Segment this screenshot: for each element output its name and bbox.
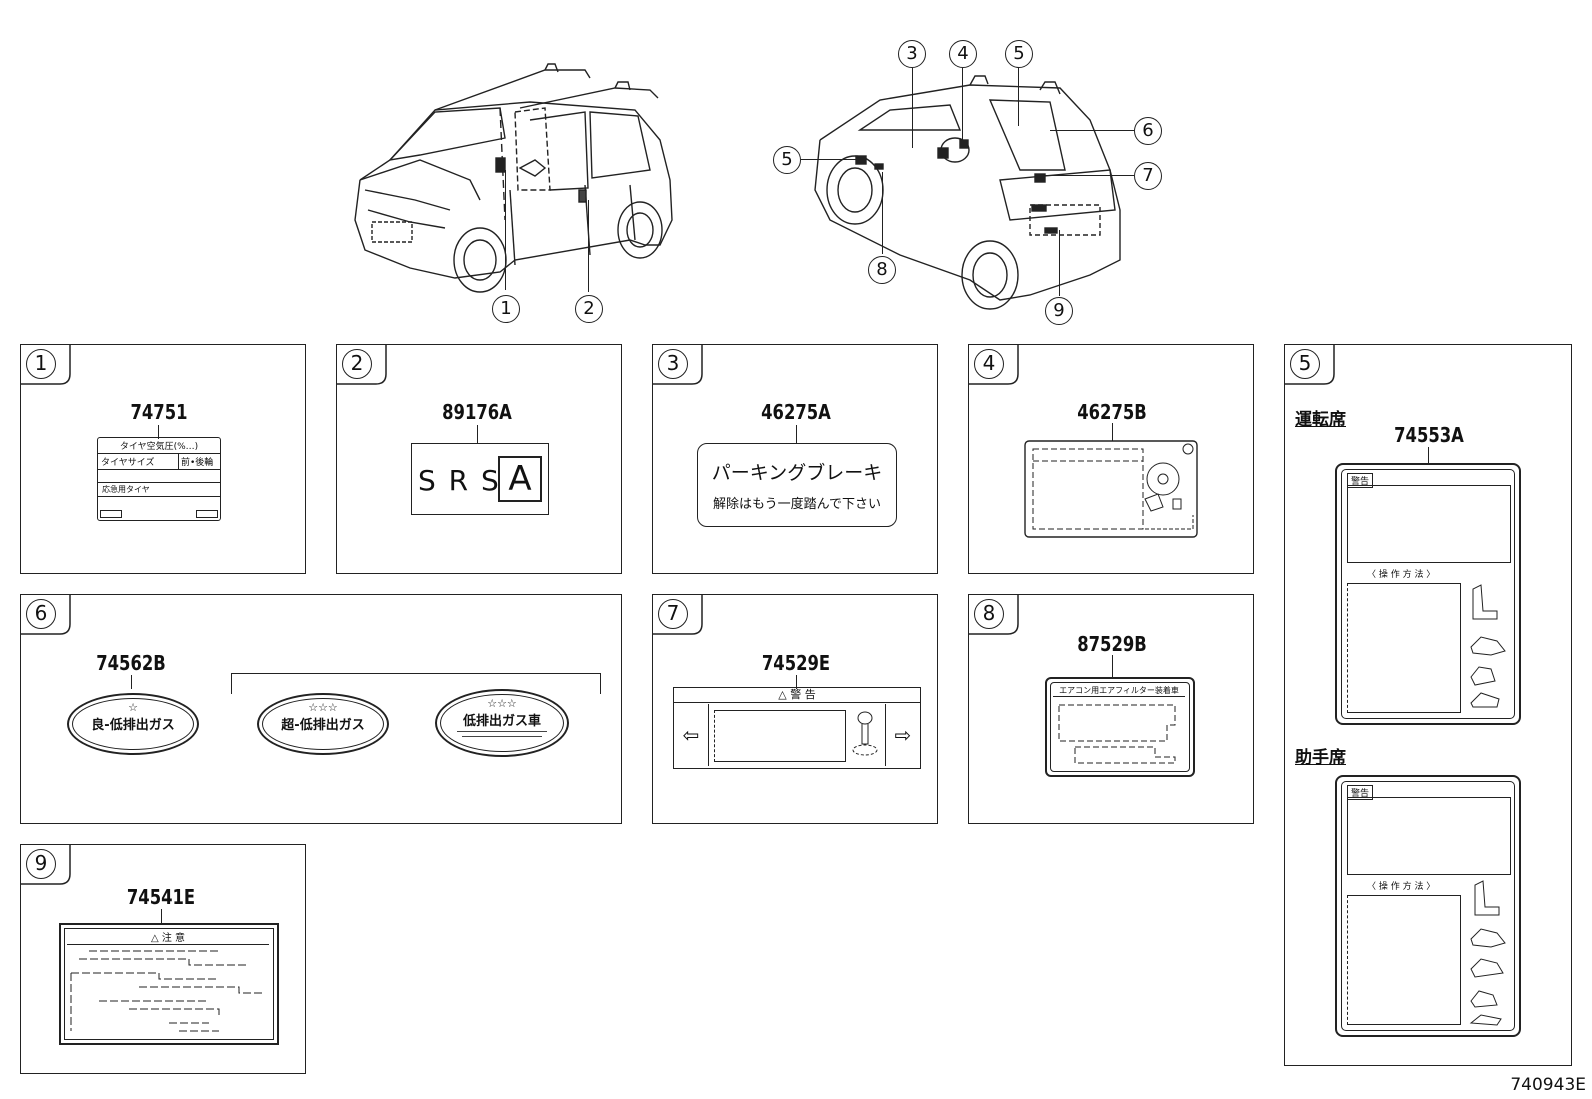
panel-6: 6 74562B ☆ 良-低排出ガス ☆☆☆ 超-低排出ガス ☆☆☆ 低排出ガス…	[20, 594, 622, 824]
panel-7: 7 74529E △ 警 告 ⇦ ⇨	[652, 594, 938, 824]
passenger-seat-heading: 助手席	[1295, 748, 1346, 768]
emission-badge-low: ☆☆☆ 低排出ガス車	[435, 689, 569, 757]
label-line-1: パーキングブレーキ	[711, 462, 883, 484]
callout-8: 8	[868, 256, 896, 284]
left-vehicle-illustration	[354, 63, 673, 293]
part-number: 46275B	[1077, 400, 1147, 424]
part-number: 74751	[130, 400, 188, 424]
label-line-1: タイヤ空気圧(%…)	[98, 438, 220, 454]
panel-number: 1	[26, 349, 56, 379]
panel-number: 4	[974, 349, 1004, 379]
callout-7: 7	[1134, 162, 1162, 190]
panel-8: 8 87529B エアコン用エアフィルター装着車	[968, 594, 1254, 824]
panel-5: 5 運転席 74553A 警告 〈 操 作 方 法 〉 助手席 警告 〈 操 作…	[1284, 344, 1572, 1066]
part-number: 87529B	[1077, 632, 1147, 656]
callout-6: 6	[1134, 117, 1162, 145]
figure-id: 740943E	[1510, 1075, 1586, 1095]
panel-number: 8	[974, 599, 1004, 629]
callout-3: 3	[898, 40, 926, 68]
srs-label: S R S A	[411, 443, 549, 515]
parking-brake-label: パーキングブレーキ 解除はもう一度踏んで下さい	[697, 443, 897, 527]
part-number: 74553A	[1394, 423, 1464, 447]
steering-label-diagram	[1024, 440, 1198, 538]
right-vehicle-illustration	[814, 75, 1121, 310]
label-title: △ 警 告	[674, 688, 920, 703]
panel-number: 2	[342, 349, 372, 379]
panel-number: 6	[26, 599, 56, 629]
callout-2: 2	[575, 295, 603, 323]
caution-label: △ 注 意	[59, 923, 279, 1045]
emission-badge-ultra: ☆☆☆ 超-低排出ガス	[257, 693, 389, 755]
air-filter-label: エアコン用エアフィルター装着車	[1045, 677, 1195, 777]
callout-5-top: 5	[1005, 40, 1033, 68]
panel-9: 9 74541E △ 注 意	[20, 844, 306, 1074]
tire-pressure-label: タイヤ空気圧(%…) タイヤサイズ 前•後輪 応急用タイヤ	[97, 437, 221, 521]
panel-3: 3 46275A パーキングブレーキ 解除はもう一度踏んで下さい	[652, 344, 938, 574]
part-number: 89176A	[442, 400, 512, 424]
srs-text: S R S	[418, 464, 501, 497]
srs-grade: A	[498, 456, 542, 502]
label-title: 警告	[1347, 785, 1374, 800]
driver-seat-heading: 運転席	[1295, 410, 1346, 430]
part-number: 46275A	[761, 400, 831, 424]
panel-4: 4 46275B	[968, 344, 1254, 574]
label-line-4: 応急用タイヤ	[98, 483, 220, 497]
panel-number: 3	[658, 349, 688, 379]
label-line-2: 解除はもう一度踏んで下さい	[713, 497, 881, 512]
label-method: 〈 操 作 方 法 〉	[1367, 882, 1436, 892]
callout-5-left: 5	[773, 146, 801, 174]
part-number: 74541E	[126, 885, 196, 909]
label-title: エアコン用エアフィルター装着車	[1053, 685, 1185, 697]
label-line-3: 前•後輪	[181, 458, 214, 468]
label-method: 〈 操 作 方 法 〉	[1367, 570, 1436, 580]
part-number: 74562B	[96, 651, 166, 675]
label-title: △ 注 意	[67, 929, 269, 945]
panel-number: 7	[658, 599, 688, 629]
panel-2: 2 89176A S R S A	[336, 344, 622, 574]
driver-airbag-label: 警告 〈 操 作 方 法 〉	[1335, 463, 1521, 725]
passenger-airbag-label: 警告 〈 操 作 方 法 〉	[1335, 775, 1521, 1037]
emission-badge-good: ☆ 良-低排出ガス	[67, 693, 199, 755]
panel-number: 5	[1290, 349, 1320, 379]
panel-1: 1 74751 タイヤ空気圧(%…) タイヤサイズ 前•後輪 応急用タイヤ	[20, 344, 306, 574]
shift-warning-label: △ 警 告 ⇦ ⇨	[673, 687, 921, 769]
label-line-2: タイヤサイズ	[98, 454, 179, 469]
panel-number: 9	[26, 849, 56, 879]
callout-4: 4	[949, 40, 977, 68]
callout-1: 1	[492, 295, 520, 323]
label-title: 警告	[1347, 473, 1374, 488]
part-number: 74529E	[761, 651, 831, 675]
callout-9: 9	[1045, 297, 1073, 325]
